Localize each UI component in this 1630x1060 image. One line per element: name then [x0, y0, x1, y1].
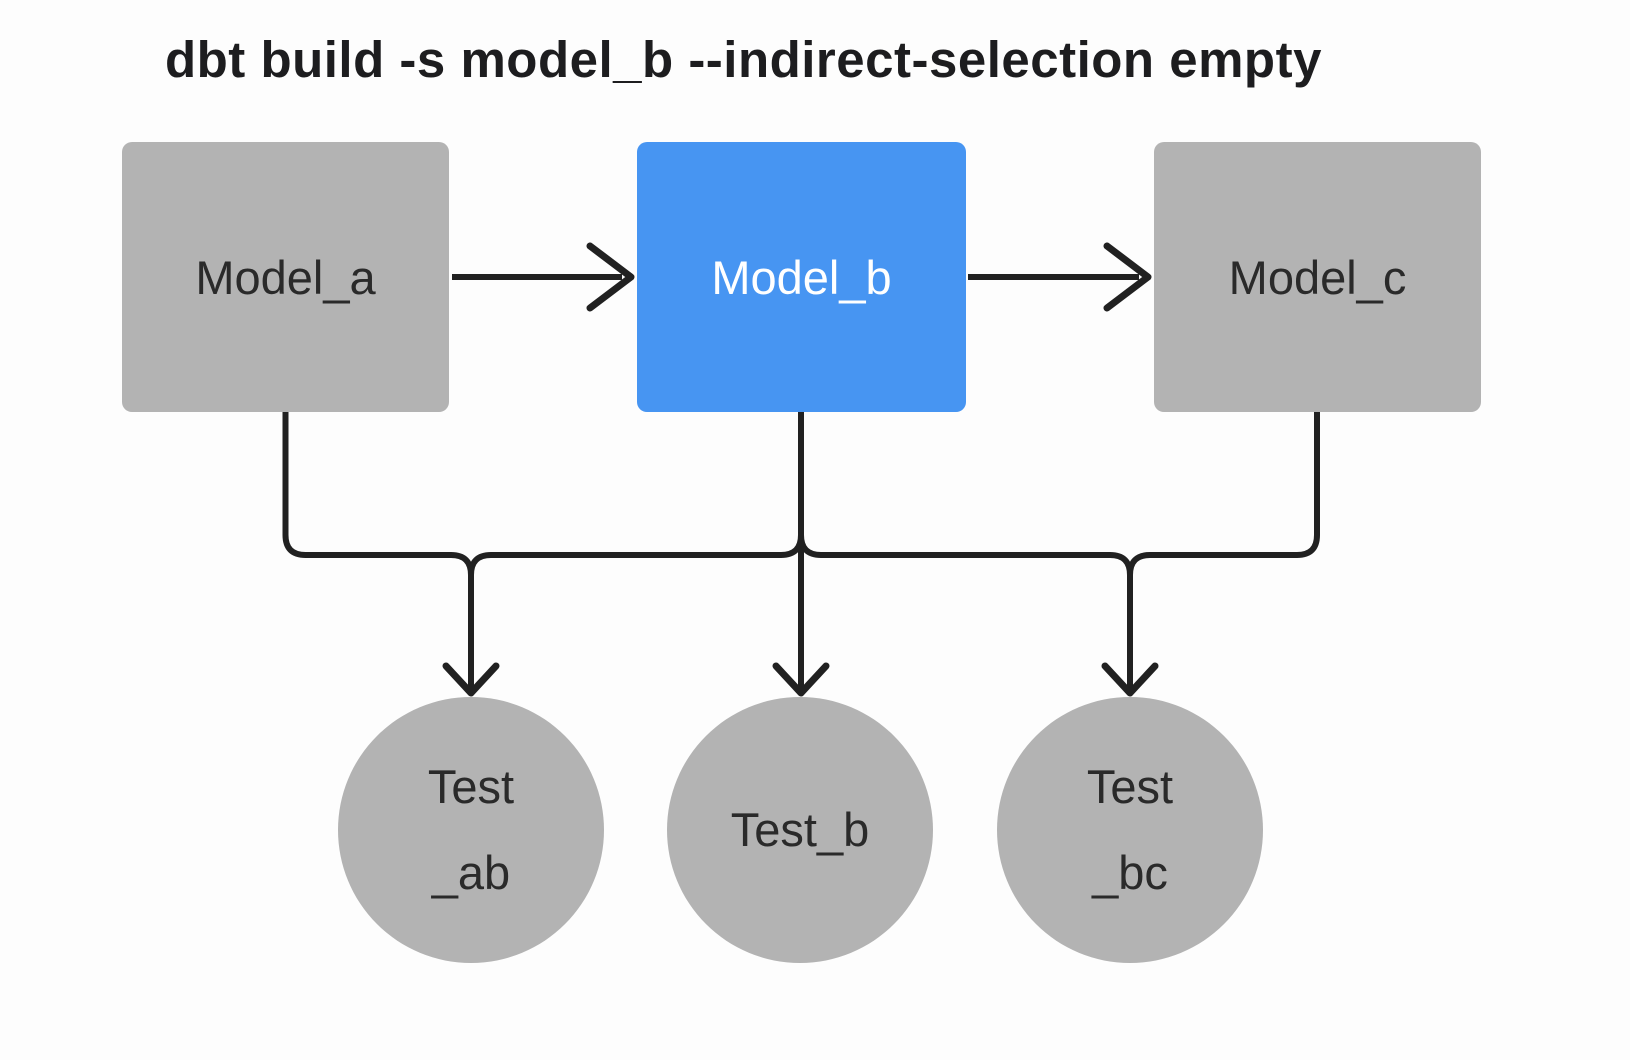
node-test-bc-label-line1: Test [1086, 760, 1174, 813]
node-model-a-label: Model_a [195, 250, 376, 304]
node-model-b-selected: Model_b [637, 142, 966, 412]
edge-model-b-to-test-bc [798, 412, 1133, 688]
node-test-ab: Test _ab [338, 697, 604, 963]
edge-test-bc-arrowhead [1101, 662, 1159, 697]
edge-test-b-arrowhead [772, 662, 830, 697]
node-model-b-label: Model_b [711, 250, 892, 304]
node-model-c: Model_c [1154, 142, 1481, 412]
node-test-ab-label-line1: Test [427, 760, 515, 813]
node-test-bc: Test _bc [997, 697, 1263, 963]
node-test-b-label-line1: Test_b [730, 803, 870, 856]
node-test-b: Test_b [667, 697, 933, 963]
node-model-a: Model_a [122, 142, 449, 412]
edge-test-ab-arrowhead [442, 662, 500, 697]
node-model-c-label: Model_c [1228, 250, 1407, 304]
edge-model-b-to-test-ab [468, 412, 804, 688]
edge-model-a-to-model-b-arrowhead [586, 242, 635, 312]
diagram-title: dbt build -s model_b --indirect-selectio… [165, 31, 1322, 88]
node-test-bc-label-line2: _bc [1092, 846, 1168, 899]
edge-model-c-to-test-bc [1127, 412, 1320, 688]
node-test-ab-label-line2: _ab [431, 846, 511, 899]
edge-model-a-to-test-ab [282, 412, 474, 688]
edge-model-b-to-model-c-arrowhead [1103, 242, 1152, 312]
